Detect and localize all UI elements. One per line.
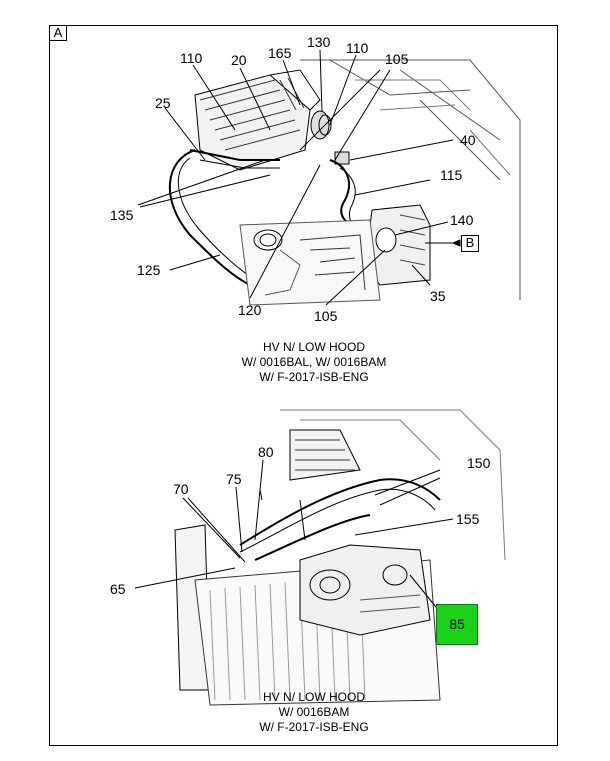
bottom-engine-artwork [134, 409, 506, 706]
caption-line: W/ 0016BAL, W/ 0016BAM [241, 355, 387, 369]
callout-110: 110 [180, 50, 203, 66]
callout-155: 155 [456, 511, 480, 527]
highlighted-part-85[interactable]: 85 [436, 604, 478, 645]
callout-115: 115 [440, 167, 463, 183]
top-view-caption: HV N/ LOW HOOD W/ 0016BAL, W/ 0016BAM W/… [164, 340, 464, 385]
caption-line: W/ 0016BAM [278, 705, 350, 719]
callout-120: 120 [238, 302, 262, 318]
bottom-view-caption: HV N/ LOW HOOD W/ 0016BAM W/ F-2017-ISB-… [164, 690, 464, 735]
callout-110-right: 110 [346, 40, 369, 56]
caption-line: W/ F-2017-ISB-ENG [259, 720, 369, 734]
callout-125: 125 [137, 262, 161, 278]
callout-105-bottom: 105 [314, 308, 338, 324]
caption-line: W/ F-2017-ISB-ENG [259, 370, 369, 384]
callout-75: 75 [226, 471, 242, 487]
callout-35: 35 [430, 288, 446, 304]
callout-65: 65 [110, 581, 126, 597]
callout-70: 70 [173, 481, 189, 497]
callout-140: 140 [450, 212, 474, 228]
caption-line: HV N/ LOW HOOD [262, 340, 365, 354]
callout-80: 80 [258, 444, 274, 460]
caption-line: HV N/ LOW HOOD [262, 690, 365, 704]
callout-130: 130 [307, 34, 331, 50]
top-engine-artwork [137, 49, 521, 306]
callout-105-top: 105 [385, 51, 409, 67]
callout-165: 165 [268, 45, 292, 61]
view-reference-label: B [461, 235, 479, 252]
callout-25: 25 [155, 95, 171, 111]
callout-135: 135 [110, 207, 134, 223]
callout-20: 20 [231, 52, 247, 68]
diagram-frame [49, 25, 558, 746]
callout-40: 40 [460, 132, 476, 148]
callout-150: 150 [467, 455, 491, 471]
